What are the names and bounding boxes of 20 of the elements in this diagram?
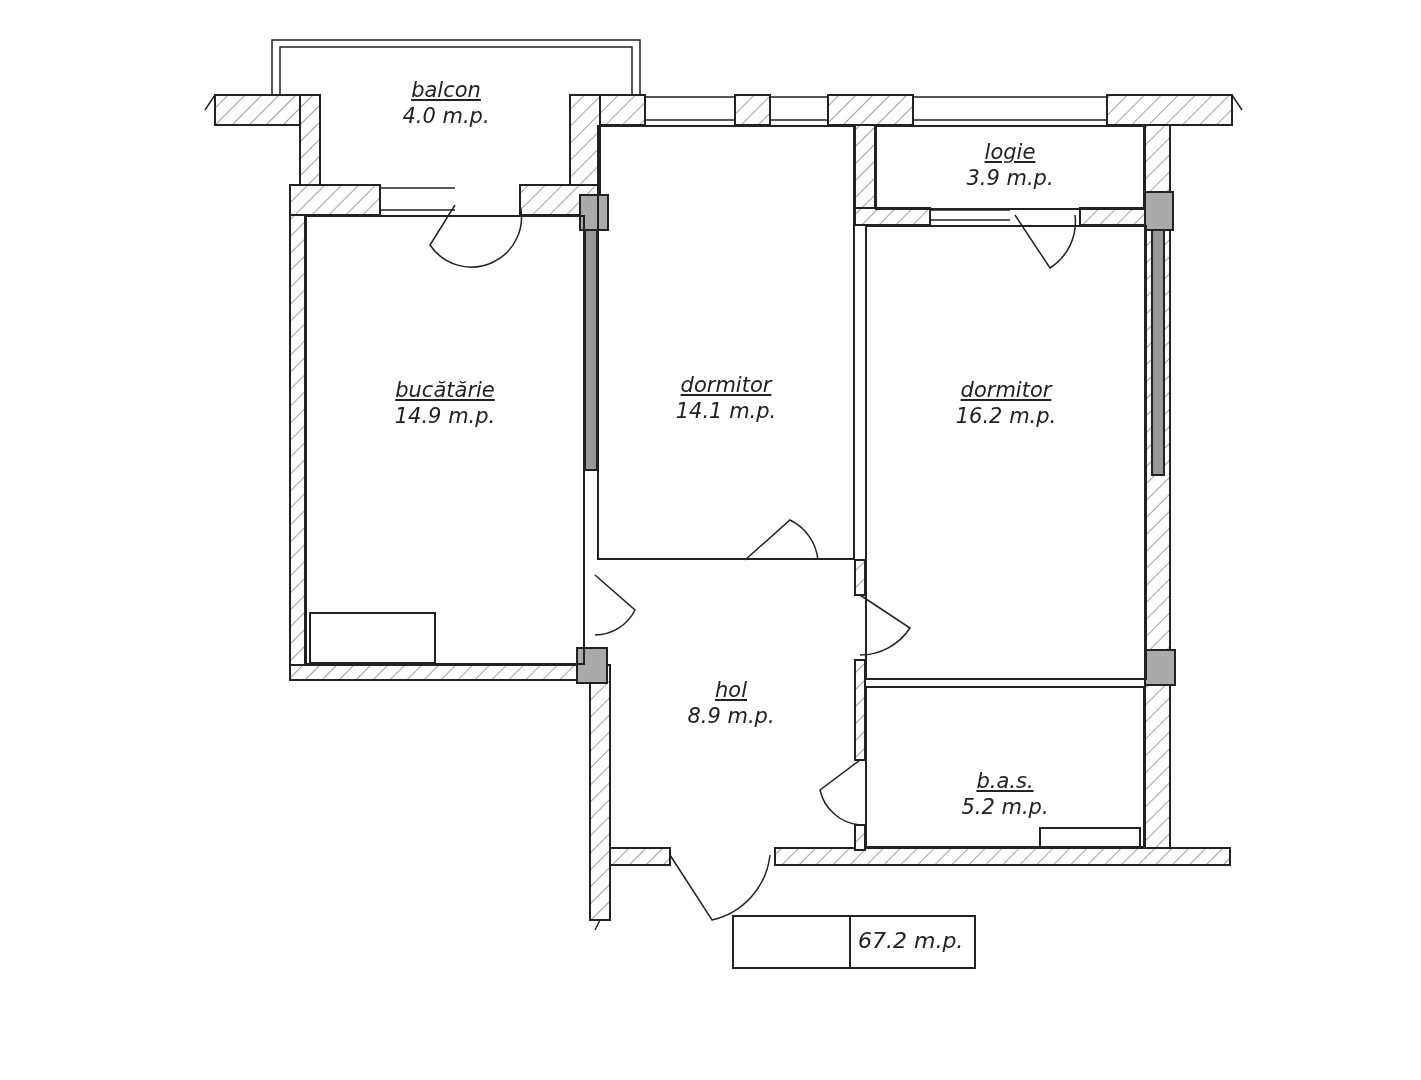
room-name: bucătărie [395,377,495,403]
room-name: dormitor [960,377,1052,403]
room-name: b.a.s. [976,768,1034,794]
room-name: dormitor [680,372,772,398]
total-area: 67.2 m.p. [858,928,964,953]
room-area: 3.9 m.p. [966,165,1054,191]
room-outline [865,225,1147,680]
room-area: 14.1 m.p. [675,398,777,424]
room-area: 8.9 m.p. [687,703,775,729]
room-outline [865,686,1145,848]
room-area: 16.2 m.p. [955,403,1057,429]
room-outline [597,125,855,560]
room-name: balcon [411,77,481,103]
room-outline [875,125,1145,210]
room-area: 4.0 m.p. [402,103,490,129]
room-area: 5.2 m.p. [961,794,1049,820]
room-outline [305,215,585,665]
room-name: logie [984,139,1036,165]
room-name: hol [715,677,747,703]
room-area: 14.9 m.p. [394,403,496,429]
